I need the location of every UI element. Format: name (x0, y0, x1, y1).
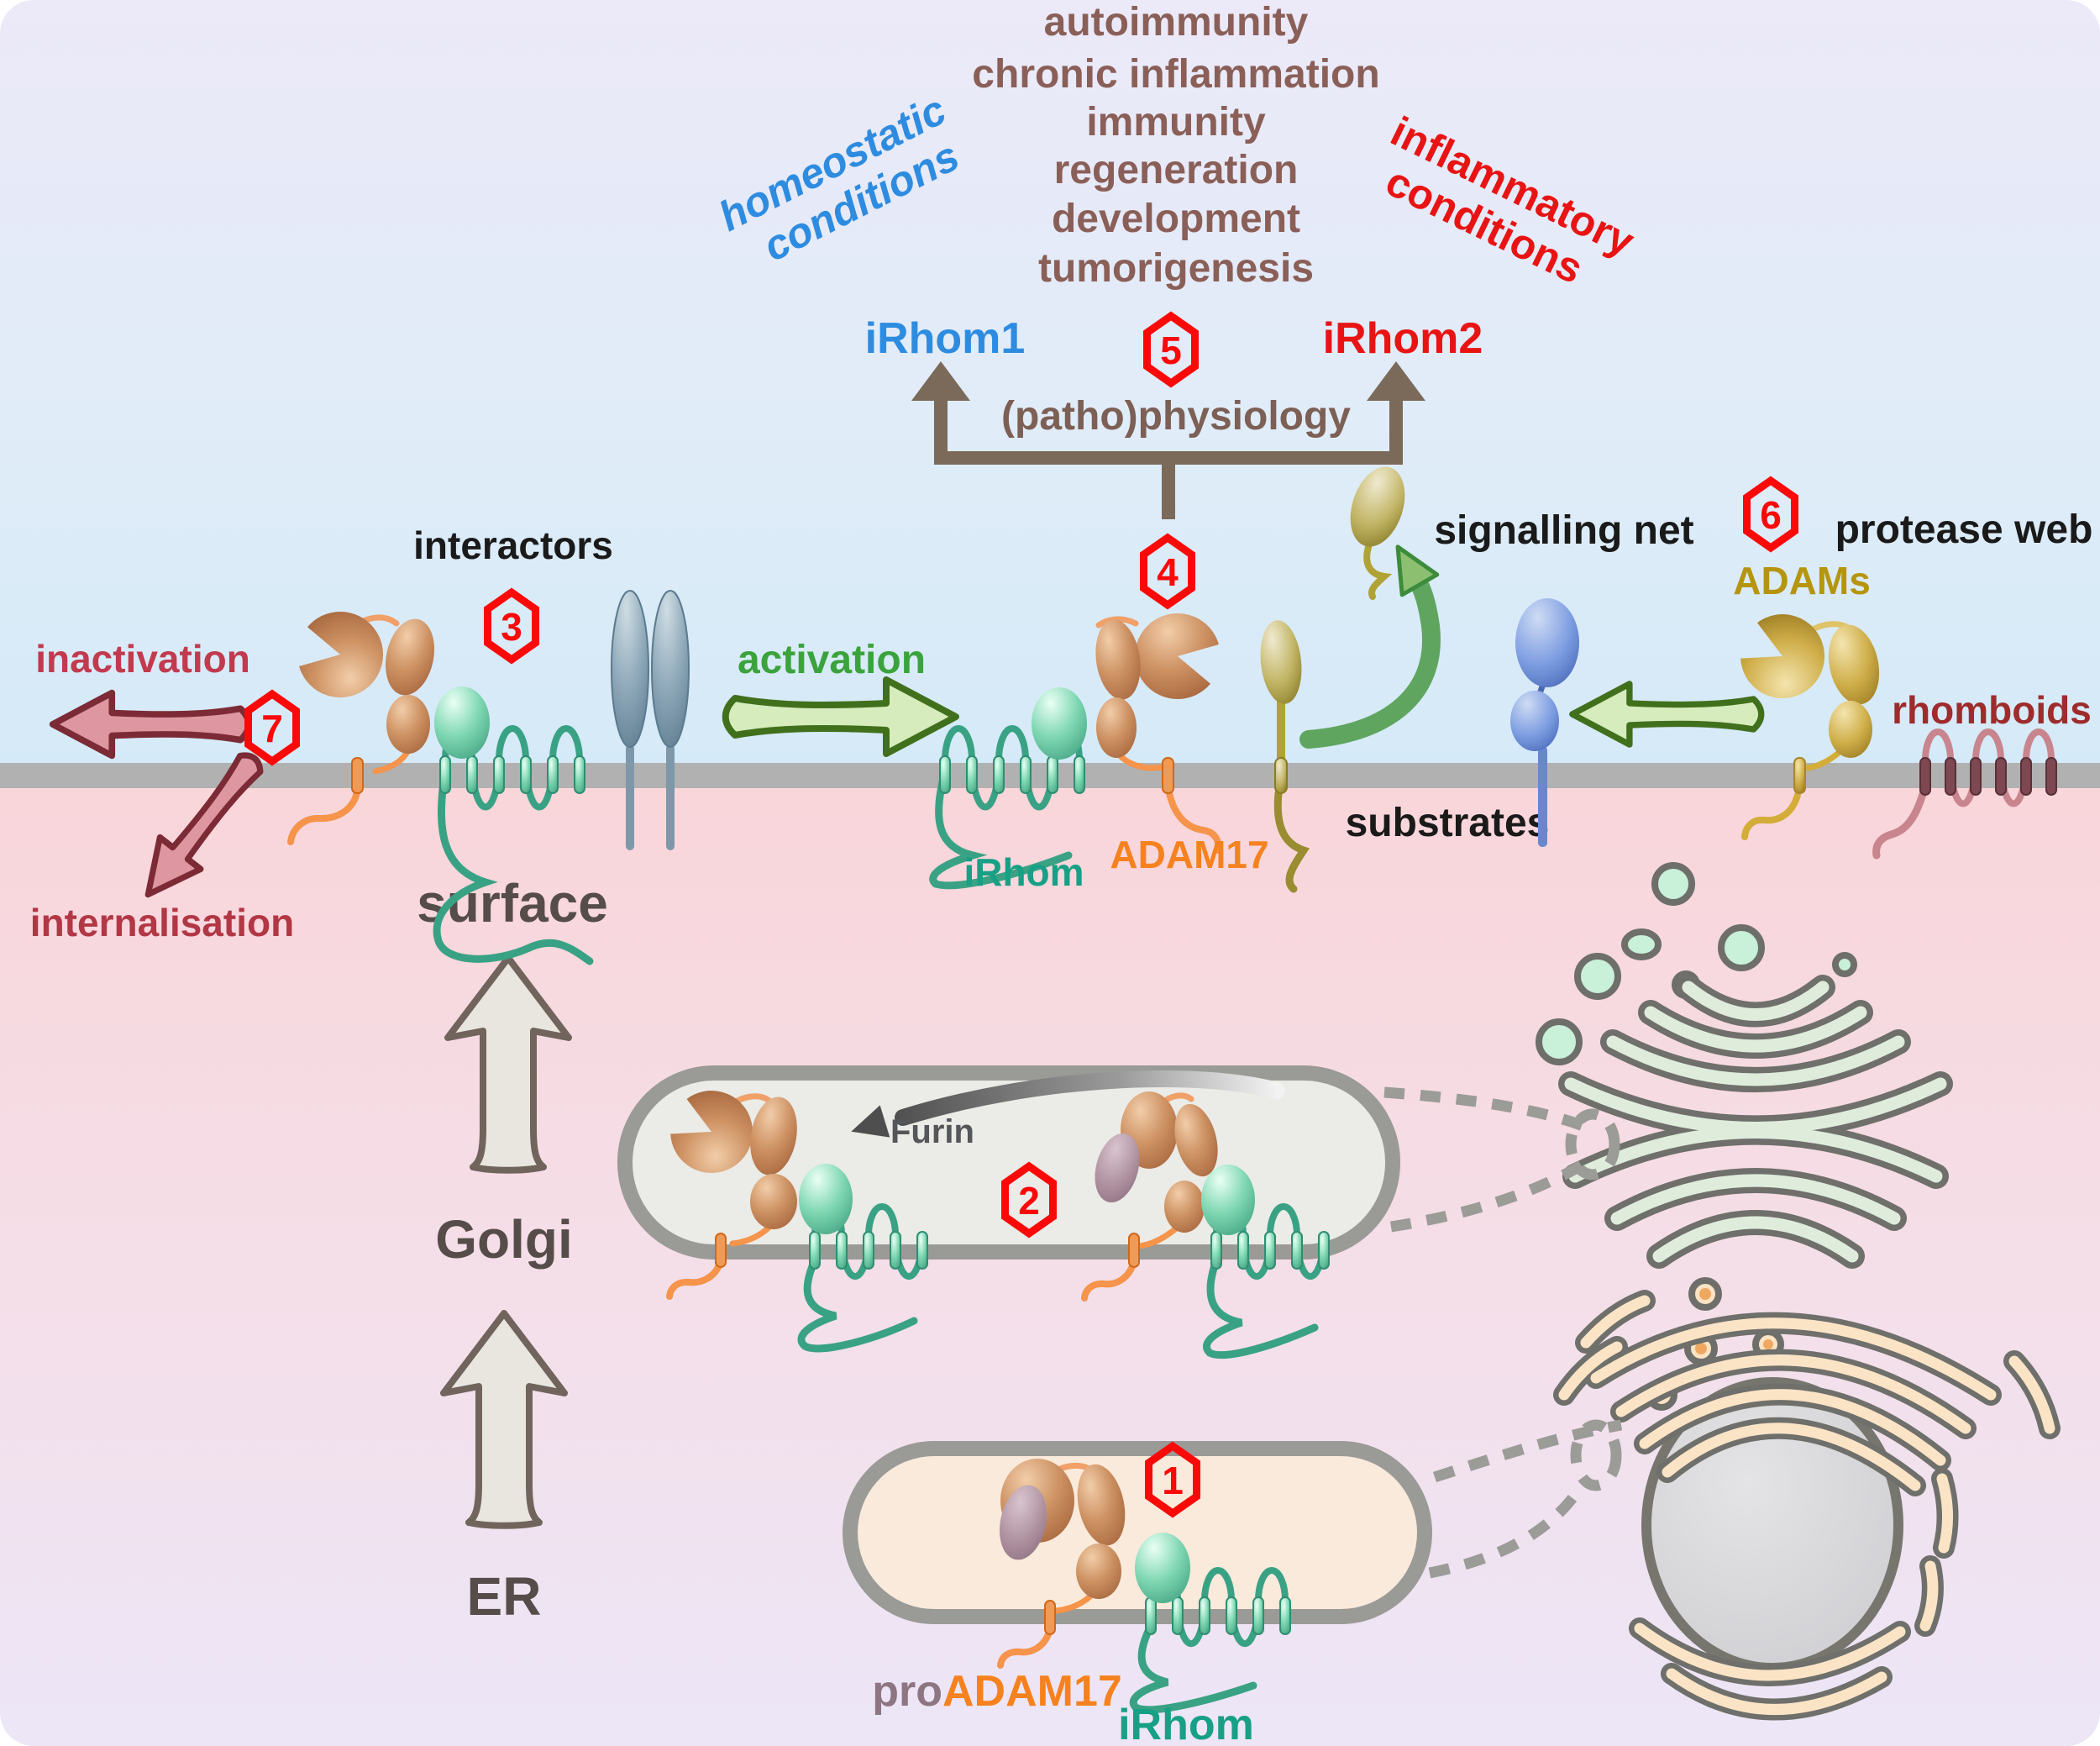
proadam17-label: pro ADAM17 (872, 1667, 1122, 1716)
step-5-number: 5 (1160, 329, 1182, 372)
outcome-development: development (1052, 197, 1300, 241)
er-proadam17-irhom (997, 1459, 1291, 1714)
step-2-number: 2 (1018, 1179, 1040, 1223)
er-cisternae (1553, 1290, 2061, 1721)
golgi-proadam17-irhom (1081, 1091, 1330, 1359)
furin-label: Furin (890, 1113, 974, 1150)
golgi-mature-adam17-irhom (661, 1079, 928, 1353)
golgi-apparatus (1536, 862, 1953, 1415)
outcome-immunity: immunity (1086, 100, 1266, 145)
step-7-number: 7 (261, 707, 283, 750)
step-3-number: 3 (501, 605, 522, 649)
outcome-regeneration: regeneration (1054, 148, 1299, 192)
active-adam17-irhom-complex (929, 605, 1224, 890)
outcome-chronic-inflammation: chronic inflammation (972, 52, 1379, 97)
adams-protease (1730, 602, 1880, 840)
step-numbers: 1 2 3 4 5 6 7 (261, 329, 1782, 1502)
substrates-label: substrates (1346, 801, 1550, 845)
rhomboids-label: rhomboids (1892, 688, 2092, 732)
nucleus-er (1553, 1290, 2061, 1721)
irhom2-label: iRhom2 (1323, 314, 1483, 363)
outcome-autoimmunity: autoimmunity (1044, 0, 1309, 45)
er-label: ER (467, 1566, 542, 1627)
dashed-connectors (1383, 1086, 1623, 1579)
signalling-net-label: signalling net (1434, 508, 1693, 553)
er-vesicle: pro ADAM17 iRhom (843, 1441, 1432, 1746)
irhom-label: iRhom (963, 850, 1084, 894)
adam17-name: ADAM17 (942, 1667, 1122, 1716)
signalling-receptor (1510, 598, 1579, 847)
interactor-proteins (611, 590, 690, 850)
golgi-vesicle: Furin (617, 1065, 1400, 1359)
inactivation-label: inactivation (35, 637, 250, 681)
interactors-label: interactors (413, 523, 613, 567)
protease-web-label: protease web (1835, 507, 2093, 552)
adam17-label: ADAM17 (1110, 833, 1268, 876)
internalisation-label: internalisation (30, 901, 294, 944)
outcome-tumorigenesis: tumorigenesis (1038, 246, 1314, 291)
step-6-number: 6 (1760, 493, 1782, 537)
furin-arrow (851, 1070, 1285, 1138)
surface-adam17-irhom-complex (287, 604, 594, 965)
release-arrow (1299, 544, 1441, 749)
irhom-ectodomain-active (1032, 687, 1087, 760)
membrane-substrate (1260, 620, 1310, 893)
golgi-cisternae (1558, 975, 1953, 1269)
golgi-mint-vesicles (1536, 862, 1857, 1065)
pro-prefix: pro (872, 1667, 942, 1716)
er-irhom-label: iRhom (1118, 1701, 1254, 1746)
pathophysiology-fork-arrow (911, 361, 1425, 519)
trafficking-route: surface Golgi ER (417, 873, 608, 1627)
irhom1-label: iRhom1 (865, 314, 1026, 363)
step-1-number: 1 (1162, 1459, 1184, 1502)
step-4-number: 4 (1157, 550, 1179, 594)
golgi-label: Golgi (435, 1209, 573, 1270)
pathophysiology-label: (patho)physiology (1001, 394, 1351, 439)
irhom-ectodomain (434, 686, 490, 759)
adams-label: ADAMs (1733, 559, 1871, 602)
activation-label: activation (738, 638, 926, 682)
outcome-list: autoimmunity chronic inflammation immuni… (972, 0, 1379, 291)
released-substrate (1350, 466, 1405, 600)
rhomboid-protease (1872, 728, 2057, 860)
